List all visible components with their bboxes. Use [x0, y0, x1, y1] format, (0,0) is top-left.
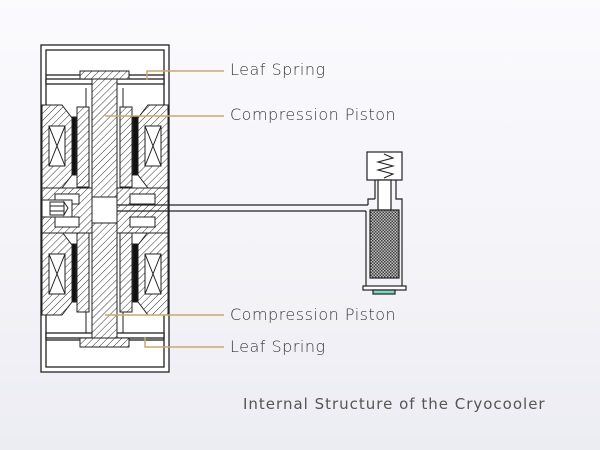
- label-compression-piston-top: Compression Piston: [230, 105, 397, 124]
- label-leaf-spring-top: Leaf Spring: [230, 60, 326, 79]
- compression-chamber: [41, 187, 169, 234]
- leader-lines: [105, 70, 224, 348]
- leader-leaf-spring-top: [146, 70, 224, 80]
- label-leaf-spring-bottom: Leaf Spring: [230, 337, 326, 356]
- motor-bottom: [41, 231, 169, 333]
- label-compression-piston-bottom: Compression Piston: [230, 305, 397, 324]
- diagram-title: Internal Structure of the Cryocooler: [243, 395, 546, 413]
- transfer-tube: [117, 198, 375, 212]
- cold-head: [362, 151, 407, 295]
- leader-leaf-spring-bottom: [144, 337, 224, 348]
- piston-top-shape: [79, 70, 130, 198]
- piston-bottom-shape: [79, 222, 130, 348]
